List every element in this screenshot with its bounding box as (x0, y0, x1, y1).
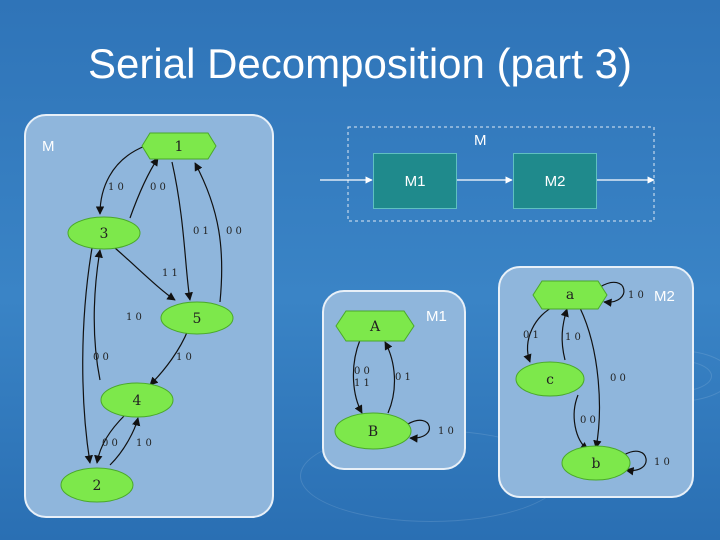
edge-label: 0 0 (580, 415, 596, 426)
edge-label: 1 0 (126, 312, 142, 323)
edge-label: 1 1 (162, 268, 178, 279)
edge-a-b (579, 307, 602, 449)
edge-3-5 (114, 247, 176, 301)
edge-b-a (384, 341, 396, 414)
state-label: a (566, 287, 574, 303)
state-node (60, 467, 134, 503)
state-node (515, 361, 585, 397)
edge-b-self (623, 450, 647, 476)
edge-5-4 (149, 329, 189, 386)
edge-4-2 (94, 414, 126, 464)
state-node (100, 382, 174, 418)
edge-5-1 (194, 162, 223, 303)
block-diagram-label: M (474, 132, 487, 149)
edge-label: 1 0 (438, 426, 454, 437)
machine-m-label: M (42, 138, 55, 155)
state-label: b (592, 456, 601, 472)
edge-4-3 (93, 249, 103, 381)
state-node (334, 412, 412, 450)
edge-3-1 (129, 157, 159, 219)
edge-label: 1 0 (565, 332, 581, 343)
edge-label: 0 1 (193, 226, 209, 237)
edge-label: 0 0 (226, 226, 242, 237)
edge-1-5 (171, 161, 193, 301)
edge-1-3 (95, 145, 146, 215)
edge-3-2 (82, 247, 93, 464)
block-m2: M2 (513, 153, 597, 209)
edge-a-b (352, 339, 363, 414)
slide-title: Serial Decomposition (part 3) (88, 40, 632, 87)
state-label: c (546, 372, 554, 388)
edge-label: 1 0 (176, 352, 192, 363)
edge-label: 0 0 (610, 373, 626, 384)
state-node (561, 445, 631, 481)
state-node (335, 310, 415, 342)
block-m1: M1 (373, 153, 457, 209)
edge-label: 1 0 (108, 182, 124, 193)
state-label: 1 (175, 139, 184, 155)
edge-label: 0 1 (395, 372, 411, 383)
edge-label: 0 0 (102, 438, 118, 449)
edge-label: 0 1 (523, 330, 539, 341)
edge-label: 0 0 (150, 182, 166, 193)
state-label: 2 (93, 478, 102, 494)
edge-label: 1 0 (654, 457, 670, 468)
state-node (532, 280, 608, 310)
state-label: B (368, 424, 378, 440)
edge-label: 0 0 (354, 366, 370, 377)
state-label: 4 (133, 393, 142, 409)
edge-c-a (560, 308, 569, 361)
machine-m1-label: M1 (426, 308, 447, 325)
state-label: 3 (100, 226, 109, 242)
edge-label: 1 1 (354, 378, 370, 389)
edge-a-self (599, 281, 625, 307)
state-node (67, 216, 141, 250)
state-node (160, 301, 234, 335)
state-label: A (369, 319, 381, 335)
edge-b-self (407, 419, 430, 443)
machine-m2-label: M2 (654, 288, 675, 305)
state-node (141, 132, 217, 160)
edge-2-4 (109, 417, 141, 466)
edge-label: 1 0 (136, 438, 152, 449)
state-label: 5 (193, 311, 202, 327)
edge-label: 1 0 (628, 290, 644, 301)
edge-label: 0 0 (93, 352, 109, 363)
block-diagram-frame (347, 126, 655, 222)
